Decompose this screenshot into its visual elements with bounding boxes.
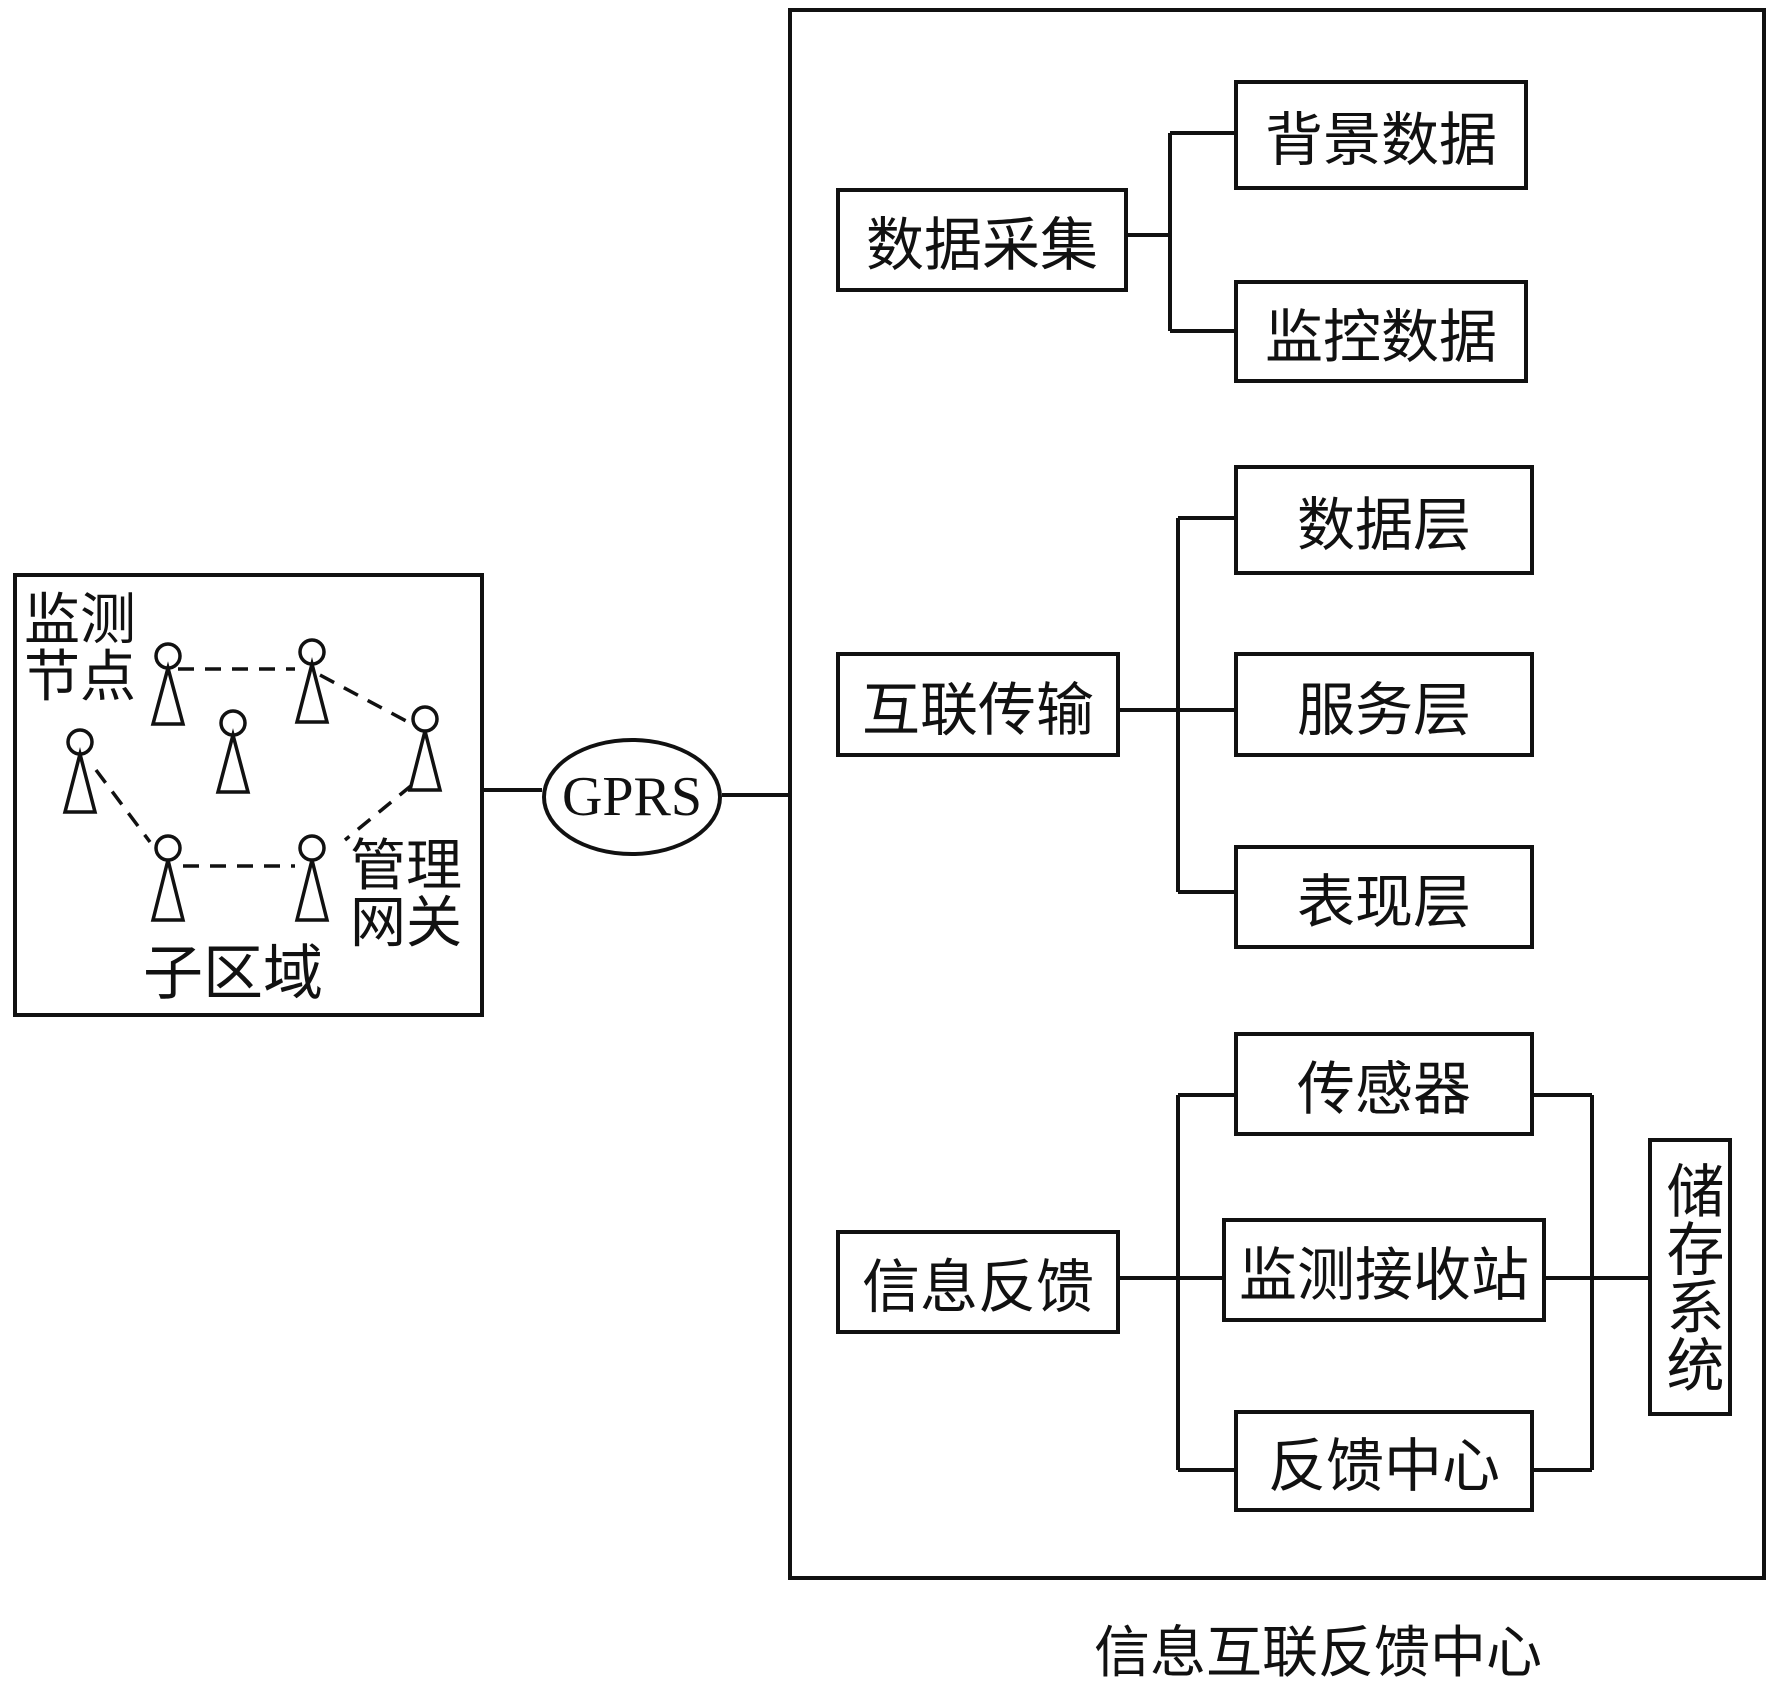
storage-system-box: 储存系统 [1648, 1138, 1732, 1416]
dashed-link [319, 673, 411, 725]
service-layer-box: 服务层 [1234, 652, 1534, 757]
sensor-node-icon [294, 638, 330, 724]
sensor-node-icon [150, 642, 186, 726]
background-data-box: 背景数据 [1234, 80, 1528, 190]
subregion-label: 子区域 [143, 939, 323, 1009]
monitoring-node-label: 监测 节点 [24, 588, 136, 711]
dashed-link [94, 768, 152, 844]
data-layer-box: 数据层 [1234, 465, 1534, 575]
feedback-center-box: 反馈中心 [1234, 1410, 1534, 1512]
sensor-node-icon [294, 834, 330, 922]
sensor-node-icon [150, 834, 186, 922]
sensor-node-icon [215, 709, 251, 794]
data-collection-box: 数据采集 [836, 188, 1128, 292]
gprs-link: GPRS [542, 738, 722, 856]
information-feedback-box: 信息反馈 [836, 1230, 1120, 1334]
monitoring-data-box: 监控数据 [1234, 280, 1528, 383]
center-caption: 信息互联反馈中心 [1094, 1621, 1542, 1686]
presentation-layer-box: 表现层 [1234, 845, 1534, 949]
gateway-node-icon [407, 705, 443, 792]
monitoring-station-box: 监测接收站 [1222, 1218, 1546, 1322]
gateway-label: 管理 网关 [350, 834, 462, 957]
dashed-link [343, 783, 414, 842]
interconnect-transmission-box: 互联传输 [836, 652, 1120, 757]
sensor-node-icon [62, 728, 98, 814]
sensor-box: 传感器 [1234, 1032, 1534, 1136]
subregion-frame [13, 573, 484, 1017]
